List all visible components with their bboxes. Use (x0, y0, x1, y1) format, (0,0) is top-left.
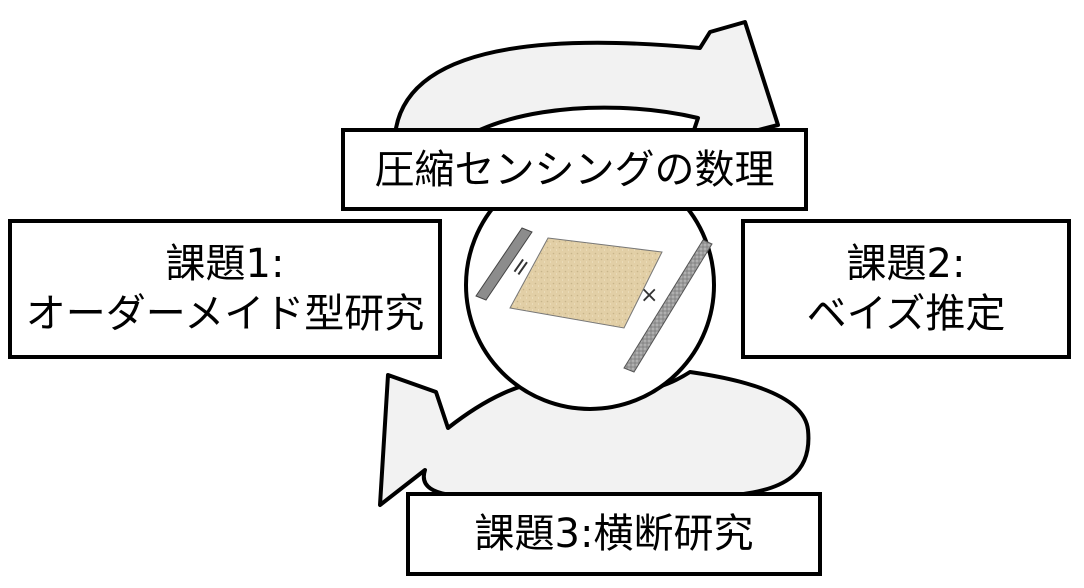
task1-heading: 課題1: (165, 241, 285, 287)
sensing-matrix (509, 237, 663, 329)
equation-illustration: = × (475, 227, 713, 373)
task2-description: ベイズ推定 (806, 291, 1006, 337)
measurement-vector (475, 227, 533, 301)
signal-vector (623, 239, 713, 373)
task1-box: 課題1: オーダーメイド型研究 (8, 219, 442, 359)
upper-cycle-arrow (393, 20, 780, 167)
center-title-box: 圧縮センシングの数理 (341, 128, 808, 211)
center-title: 圧縮センシングの数理 (374, 146, 775, 193)
task3-label: 課題3:横断研究 (474, 511, 754, 557)
times-symbol: × (640, 283, 658, 308)
task2-heading: 課題2: (846, 241, 966, 287)
task3-box: 課題3:横断研究 (406, 492, 822, 576)
task2-box: 課題2: ベイズ推定 (741, 219, 1071, 359)
task1-description: オーダーメイド型研究 (25, 291, 425, 337)
